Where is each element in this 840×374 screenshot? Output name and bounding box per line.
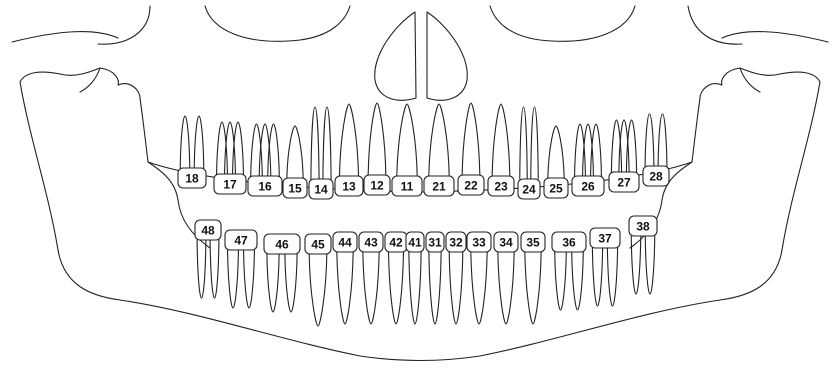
upper-tooth-root-14 [311,107,319,179]
upper-tooth-root-15 [287,126,303,178]
upper-roots [180,103,667,179]
tooth-number-33: 33 [472,236,486,250]
upper-tooth-root-24 [520,107,527,179]
tooth-number-37: 37 [598,232,612,246]
tooth-number-23: 23 [494,180,508,194]
lower-tooth-root-46 [285,254,297,312]
lower-tooth-root-46 [267,254,279,312]
lower-tooth-root-31 [429,252,441,324]
lower-tooth-root-47 [228,250,239,308]
tooth-number-44: 44 [338,236,352,250]
orbit-right [688,6,742,44]
tooth-number-25: 25 [549,182,563,196]
tooth-number-28: 28 [649,170,663,184]
tooth-number-12: 12 [370,179,384,193]
tooth-number-14: 14 [314,183,328,197]
tooth-number-31: 31 [428,236,442,250]
lower-tooth-root-32 [449,252,463,324]
lower-tooth-root-44 [337,252,353,324]
upper-tooth-root-18 [180,116,190,168]
lower-tooth-root-33 [471,252,487,324]
nasal-cavity-left [375,12,416,100]
lower-tooth-root-43 [363,252,379,324]
tooth-number-43: 43 [364,236,378,250]
upper-tooth-root-22 [462,103,480,175]
nasal-cavity-right [427,12,467,100]
upper-teeth: 18 17 16 15 14 13 12 11 21 22 23 24 25 26 27 28 [178,166,669,199]
tooth-number-41: 41 [408,236,422,250]
upper-tooth-root-24 [531,107,538,179]
tooth-number-13: 13 [342,180,356,194]
lower-tooth-root-47 [244,250,255,308]
lower-tooth-root-48 [197,240,206,298]
tooth-number-16: 16 [258,180,272,194]
tooth-number-42: 42 [389,236,403,250]
mandible-outline [20,68,820,361]
upper-tooth-root-14 [323,107,331,179]
lower-tooth-root-36 [555,252,567,310]
upper-tooth-root-27 [626,120,636,172]
lower-tooth-root-34 [498,252,514,324]
mandible-outer-contour [20,82,820,361]
upper-tooth-root-23 [492,104,510,176]
mandible-left-ramus [20,68,210,248]
upper-tooth-root-28 [645,114,654,166]
skull-outline [12,6,828,100]
orbit-center-left [205,6,350,41]
tooth-number-34: 34 [499,236,513,250]
tooth-number-17: 17 [223,178,237,192]
orbit-outer-right [722,32,828,42]
tooth-number-11: 11 [401,180,414,194]
lower-teeth: 48 47 46 45 44 43 42 41 31 32 33 34 35 36 37 38 [195,216,657,254]
lower-tooth-root-38 [645,236,655,294]
lower-tooth-root-36 [572,252,584,310]
orbit-center-right [490,6,635,41]
lower-tooth-root-38 [631,236,641,294]
lower-tooth-root-41 [409,252,421,324]
tooth-number-48: 48 [201,224,215,238]
orbit-left [98,6,150,44]
lower-tooth-root-35 [525,252,541,324]
upper-tooth-root-25 [548,126,564,178]
lower-tooth-root-37 [607,248,617,306]
tooth-number-35: 35 [526,236,540,250]
tooth-number-24: 24 [522,183,536,197]
tooth-number-21: 21 [432,180,446,194]
tooth-number-26: 26 [581,180,595,194]
orbit-outer-left [12,32,118,42]
tooth-number-15: 15 [288,182,302,196]
tooth-number-27: 27 [617,176,631,190]
upper-tooth-root-21 [429,104,449,176]
lower-tooth-root-37 [592,248,602,306]
tooth-number-36: 36 [562,236,576,250]
upper-tooth-root-12 [368,103,386,175]
tooth-number-22: 22 [464,179,478,193]
upper-tooth-root-18 [194,116,204,168]
lower-tooth-root-48 [210,240,219,298]
tooth-number-45: 45 [311,238,325,252]
upper-tooth-root-26 [591,124,602,176]
upper-tooth-root-28 [658,114,667,166]
tooth-number-47: 47 [234,234,248,248]
tooth-number-46: 46 [275,238,289,252]
upper-tooth-root-11 [397,104,417,176]
upper-tooth-root-16 [268,124,280,176]
tooth-number-32: 32 [449,236,463,250]
lower-tooth-root-45 [309,254,327,326]
lower-tooth-root-42 [389,252,404,324]
tooth-number-18: 18 [185,172,199,186]
upper-tooth-root-17 [233,122,244,174]
upper-tooth-root-13 [339,104,358,176]
tooth-number-38: 38 [636,220,650,234]
